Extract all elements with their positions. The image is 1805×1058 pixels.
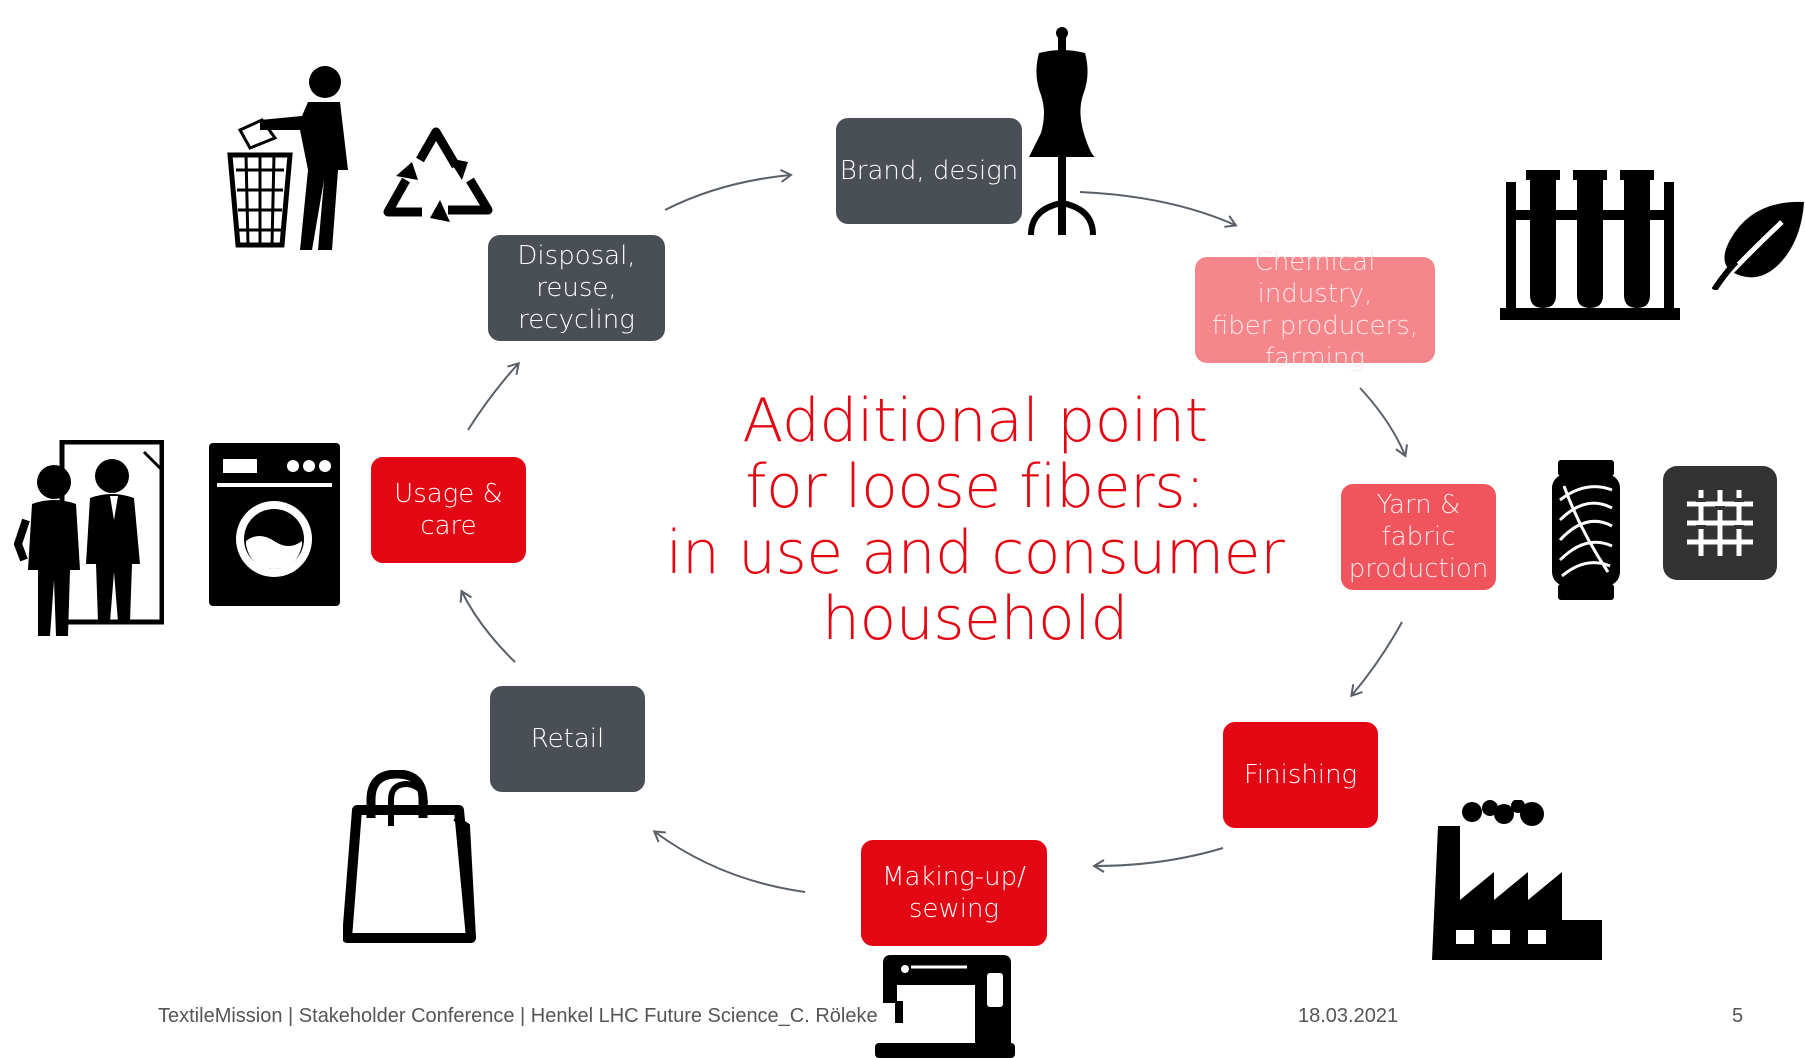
- node-label: Finishing: [1243, 760, 1358, 790]
- washing-machine-icon: [209, 443, 340, 606]
- node-label: Retail: [530, 724, 605, 754]
- node-label: Brand, design: [839, 156, 1019, 186]
- node-label: Making-up/ sewing: [882, 862, 1026, 924]
- arrow-making-to-retail: [652, 830, 806, 893]
- leaf-icon: [1712, 201, 1804, 290]
- test-tubes-icon: [1500, 170, 1680, 320]
- center-statement: Additional point for loose fibers: in us…: [665, 386, 1285, 654]
- factory-icon: [1432, 800, 1602, 960]
- yarn-spool-icon: [1552, 460, 1620, 600]
- node-retail: Retail: [490, 686, 645, 792]
- node-label: Usage & care: [394, 479, 503, 541]
- arrow-brand-to-chemical: [1079, 191, 1238, 228]
- footer-date: 18.03.2021: [1298, 1005, 1399, 1027]
- mirror-people-icon: [14, 440, 164, 636]
- arrow-disposal-to-brand: [664, 169, 793, 211]
- node-making-up: Making-up/ sewing: [861, 840, 1047, 946]
- node-label: Chemical industry, fiber producers, farm…: [1211, 247, 1419, 373]
- node-yarn-fabric: Yarn & fabric production: [1341, 484, 1496, 590]
- arrow-yarn-to-finishing: [1350, 621, 1403, 698]
- footer-source: TextileMission | Stakeholder Conference …: [158, 1005, 878, 1027]
- arrow-retail-to-usage: [459, 589, 516, 663]
- node-disposal: Disposal, reuse, recycling: [488, 235, 665, 341]
- sewing-machine-icon: [875, 955, 1015, 1058]
- arrow-usage-to-disposal: [467, 361, 520, 431]
- shopping-bag-icon: [343, 770, 476, 943]
- node-label: Disposal, reuse, recycling: [517, 241, 636, 335]
- fabric-weave-icon: [1663, 466, 1777, 580]
- page-number: 5: [1732, 1005, 1744, 1027]
- node-chemical-industry: Chemical industry, fiber producers, farm…: [1195, 247, 1435, 373]
- node-label: Yarn & fabric production: [1348, 490, 1489, 584]
- dress-form-icon: [1028, 27, 1096, 235]
- node-finishing: Finishing: [1223, 722, 1378, 828]
- arrow-finishing-to-making: [1092, 847, 1224, 873]
- node-brand-design: Brand, design: [836, 118, 1022, 224]
- recycle-icon: [383, 127, 493, 222]
- node-usage-care: Usage & care: [371, 457, 526, 563]
- arrow-chemical-to-yarn: [1359, 387, 1408, 458]
- trash-person-icon: [227, 66, 348, 250]
